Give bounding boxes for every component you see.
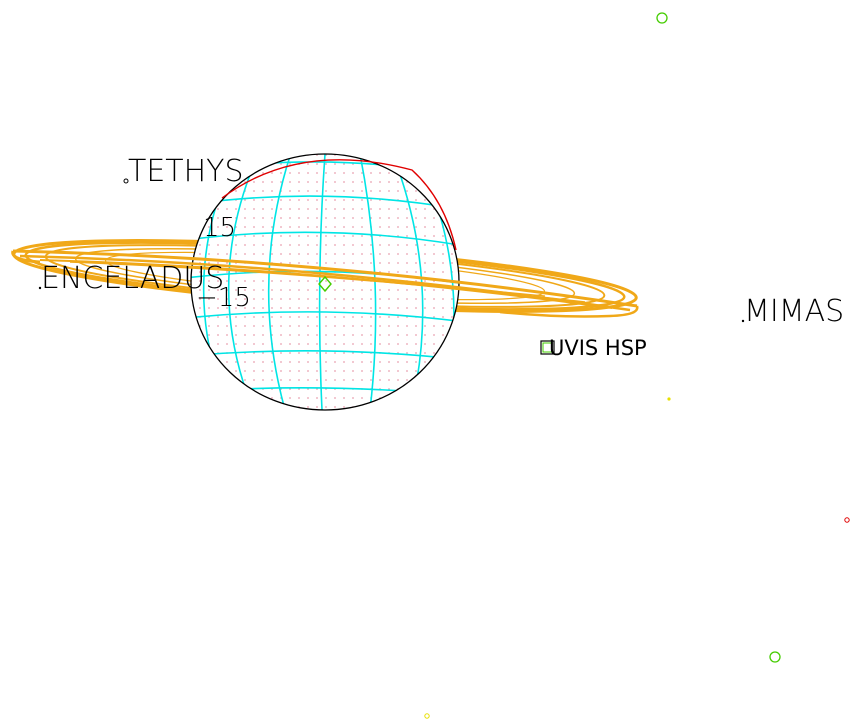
green-circle-marker-top [656,12,668,24]
green-circle-marker-bottom [769,651,781,663]
yellow-circle-marker [424,713,430,719]
rings-front [11,249,639,318]
instrument-fov: UVIS HSP [540,336,647,360]
moon-mimas: MIMAS [741,294,844,329]
terminator-line [221,159,457,251]
instrument-label: UVIS HSP [549,336,647,360]
latitude-label-south: −15 [196,283,251,313]
moon-tethys: TETHYS [123,154,244,189]
yellow-dot-marker [667,397,671,401]
saturn-disk [190,153,460,411]
latitude-label-north: 15 [203,213,236,243]
moon-enceladus: ENCELADUS [38,261,224,296]
red-circle-marker [844,517,850,523]
tethys-marker [123,178,129,184]
mimas-label: MIMAS [744,294,844,329]
square-outline-icon [540,340,555,355]
tethys-label: TETHYS [128,154,244,189]
mimas-marker [741,319,745,323]
enceladus-marker [38,286,42,290]
enceladus-label: ENCELADUS [41,261,224,296]
diamond-icon [318,275,332,293]
